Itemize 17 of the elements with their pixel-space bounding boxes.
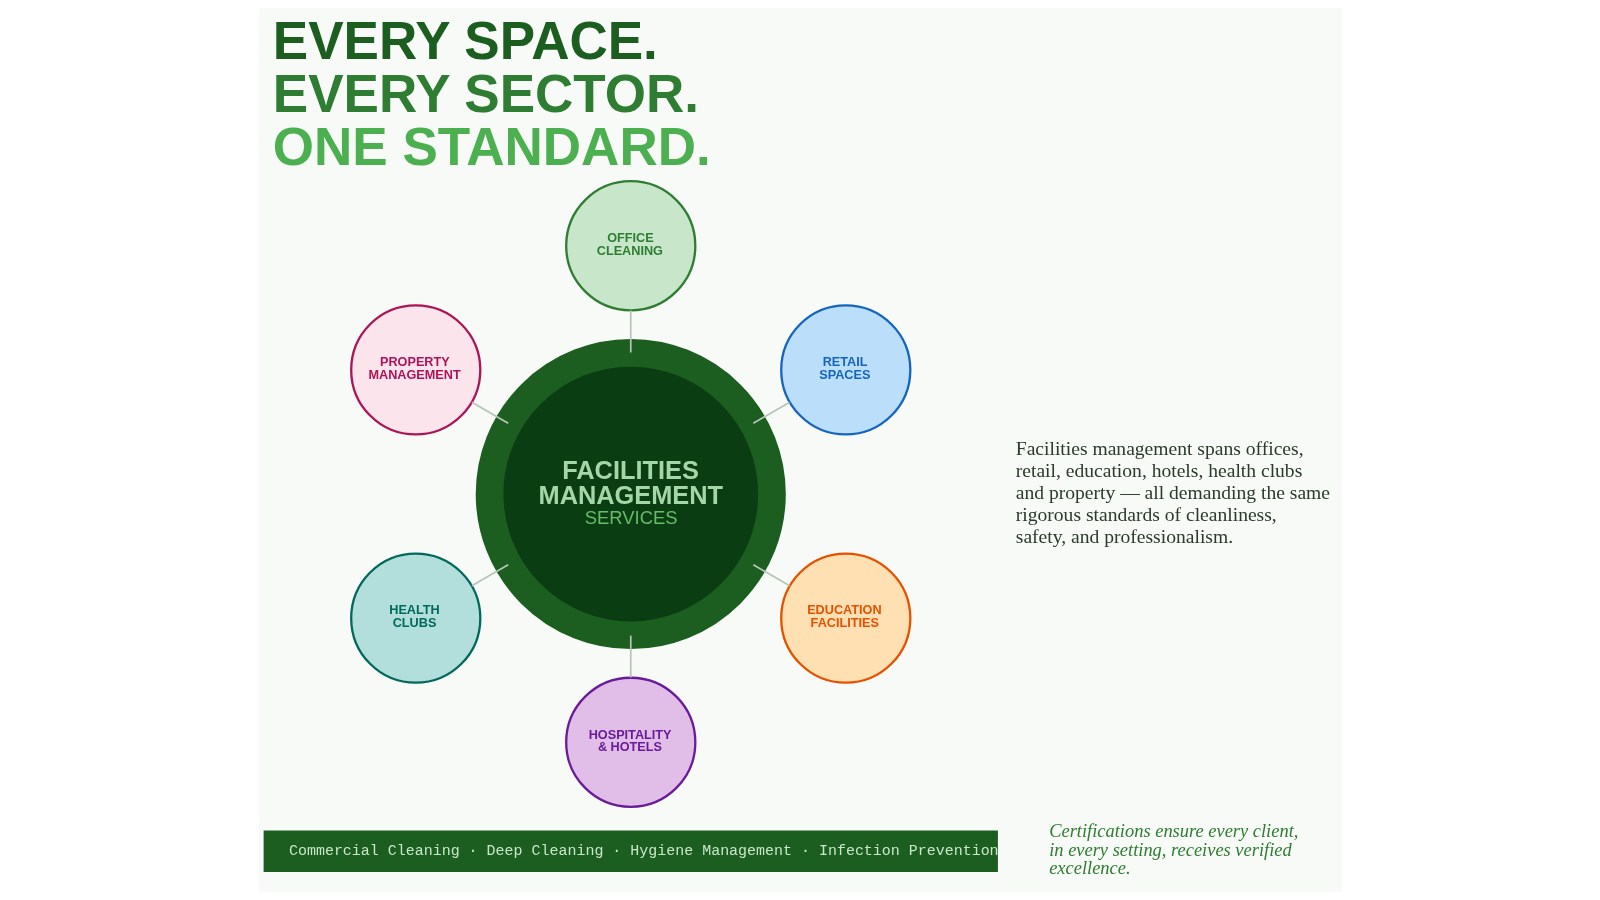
connector (751, 401, 791, 425)
label: Commercial Cleaning · Deep Cleaning · Hygiene Management · Infection Prevention (288, 843, 999, 860)
connector (751, 563, 791, 587)
node-circle: EDUCATION FACILITIES (779, 552, 911, 684)
node-circle: HOSPITALITY & HOTELS (564, 676, 696, 808)
diagram-title: EVERY SPACE. EVERY SECTOR. ONE STANDARD. (272, 10, 711, 176)
connector (629, 309, 632, 354)
connector (470, 563, 509, 587)
connector (470, 401, 509, 425)
label: Facilities management spans offices, retail, education, hotels, health clubs and property — all demanding the same rigorous standards of cleanliness, safety, and professionalism. (1015, 437, 1330, 547)
node-circle: FACILITIES MANAGEMENT SERVICES (475, 338, 786, 650)
connector (629, 634, 632, 679)
node-circle: HEALTH CLUBS (349, 552, 481, 684)
node-circle: RETAIL SPACES (779, 304, 911, 436)
node-circle: OFFICE CLEANING (564, 180, 696, 312)
label: Certifications ensure every client, in every setting, receives verified excellence. (1048, 821, 1298, 879)
node-circle: PROPERTY MANAGEMENT (349, 304, 481, 436)
